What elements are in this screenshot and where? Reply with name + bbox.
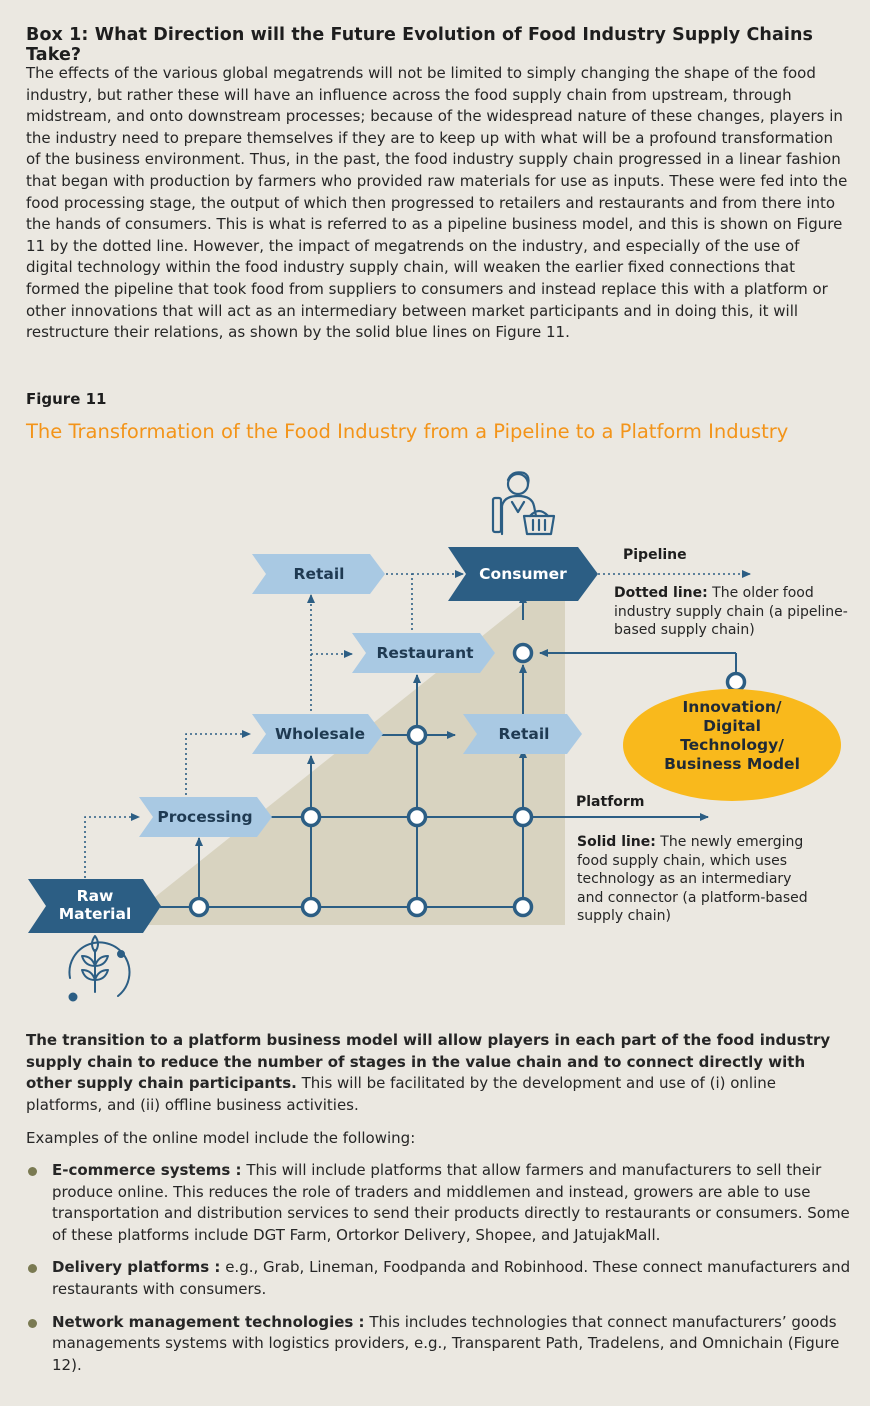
consumer-label: Consumer [479,565,567,583]
list-item: Delivery platforms : e.g., Grab, Lineman… [26,1257,856,1300]
platform-junctions [188,642,747,918]
dotted-line-text: The older food industry supply chain (a … [614,585,848,638]
transition-rest: This will be facilitated by the developm… [26,1074,776,1114]
consumer-node [448,547,598,601]
junction [300,806,322,828]
platform-label: Platform [576,794,644,810]
retail-top-label: Retail [294,565,345,583]
examples-list: E-commerce systems : This will include p… [26,1160,856,1387]
junction [725,671,747,693]
retail-mid-node [463,714,582,754]
bullet-text: This will include platforms that allow f… [52,1161,850,1244]
junction [512,896,534,918]
intro-paragraph: The effects of the various global megatr… [26,64,848,342]
processing-label: Processing [157,808,252,826]
innovation-label-3: Technology/ [680,736,784,754]
transition-bold: The transition to a platform business mo… [26,1031,831,1093]
solid-line-description: Solid line: The newly emerging food supp… [577,833,822,926]
junction [188,896,210,918]
retail-top-node [252,554,385,594]
box-title: Box 1: What Direction will the Future Ev… [26,25,814,65]
innovation-label-1: Innovation/ [682,698,781,716]
innovation-label-2: Digital [703,717,761,735]
transition-paragraph: The transition to a platform business mo… [26,1030,850,1116]
pipeline-label: Pipeline [623,547,687,563]
bullet-text: e.g., Grab, Lineman, Foodpanda and Robin… [52,1258,851,1298]
bullet-text: This includes technologies that connect … [52,1312,840,1374]
wheat-icon [68,935,131,1002]
dotted-line-term: Dotted line: [614,585,708,601]
junction [406,896,428,918]
supply-chain-diagram: Raw Material Processing Wholesale Retail… [28,471,841,1002]
raw-material-label-2: Material [59,905,132,923]
raw-material-node [28,879,161,933]
junction [406,724,428,746]
bullet-term: Network management technologies : [52,1312,365,1331]
bullet-dot [28,1264,37,1274]
figure-label: Figure 11 [26,390,107,408]
figure-title: The Transformation of the Food Industry … [26,420,789,443]
solid-line-term: Solid line: [577,834,656,850]
list-item: E-commerce systems : This will include p… [26,1160,856,1246]
retail-mid-label: Retail [499,725,550,743]
examples-intro: Examples of the online model include the… [26,1129,416,1147]
shopper-icon [491,471,556,536]
wholesale-node [252,714,383,754]
restaurant-label: Restaurant [376,644,474,662]
pipeline-lines [84,570,751,878]
innovation-ellipse [623,689,841,801]
junction [512,806,534,828]
bullet-dot [28,1318,37,1328]
junction [512,642,534,664]
raw-material-label-1: Raw [77,887,114,905]
solid-line-text: The newly emerging food supply chain, wh… [577,834,808,924]
processing-node [139,797,272,837]
restaurant-node [352,633,495,673]
junction [300,896,322,918]
junction [406,806,428,828]
innovation-label-4: Business Model [664,755,800,773]
bullet-term: E-commerce systems : [52,1161,242,1179]
bullet-dot [28,1167,37,1176]
dotted-line-description: Dotted line: The older food industry sup… [614,584,864,640]
wholesale-label: Wholesale [275,725,365,743]
list-item: Network management technologies : This i… [26,1312,856,1377]
bullet-term: Delivery platforms : [52,1258,221,1277]
